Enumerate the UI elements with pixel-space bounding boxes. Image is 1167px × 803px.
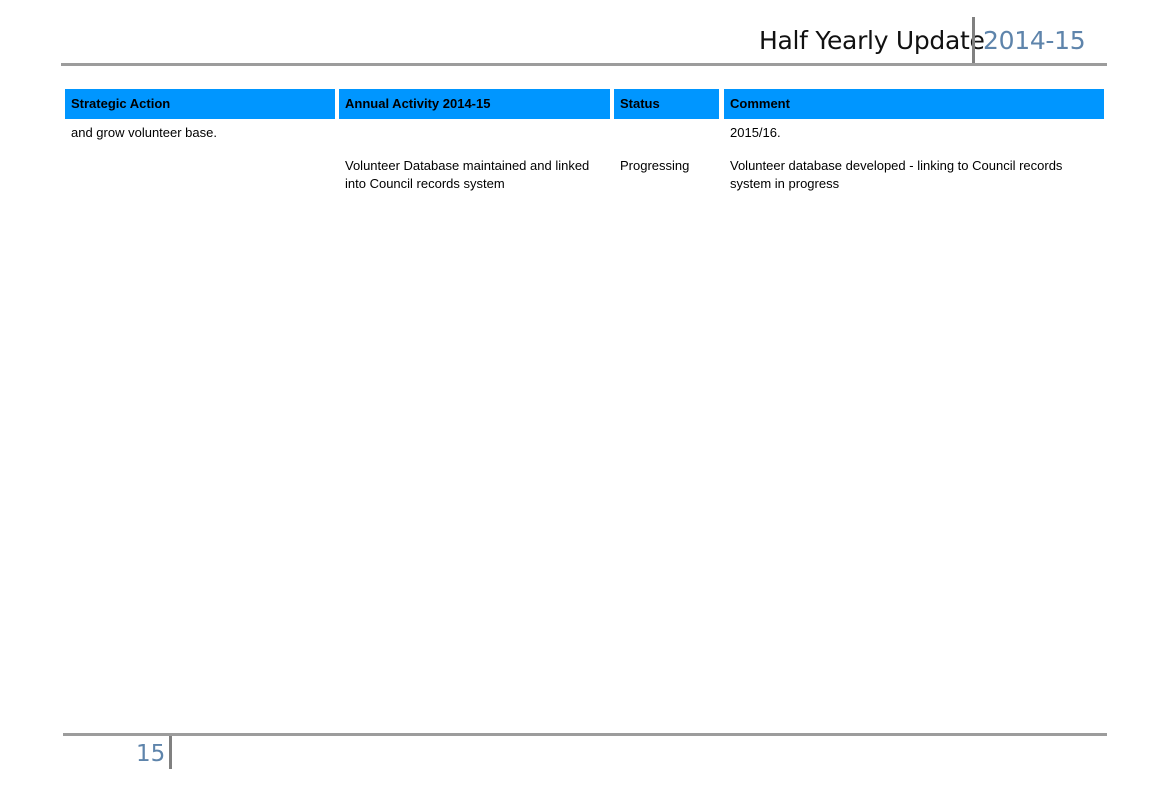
column-header-annual-activity: Annual Activity 2014-15	[339, 89, 610, 119]
column-header-comment: Comment	[724, 89, 1104, 119]
table-cell: 2015/16.	[724, 124, 1104, 142]
table-cell: Volunteer database developed - linking t…	[724, 157, 1104, 193]
table-cell: Progressing	[614, 157, 719, 175]
table-cell: and grow volunteer base.	[65, 124, 335, 142]
document-title: Half Yearly Update	[759, 26, 985, 55]
header-rule	[61, 63, 1107, 66]
footer-rule	[63, 733, 1107, 736]
table-cell: Volunteer Database maintained and linked…	[339, 157, 610, 193]
header-divider	[972, 17, 975, 63]
page-number: 15	[136, 741, 166, 767]
column-header-strategic-action: Strategic Action	[65, 89, 335, 119]
footer-divider	[169, 736, 172, 769]
column-header-status: Status	[614, 89, 719, 119]
document-year: 2014-15	[983, 26, 1086, 55]
